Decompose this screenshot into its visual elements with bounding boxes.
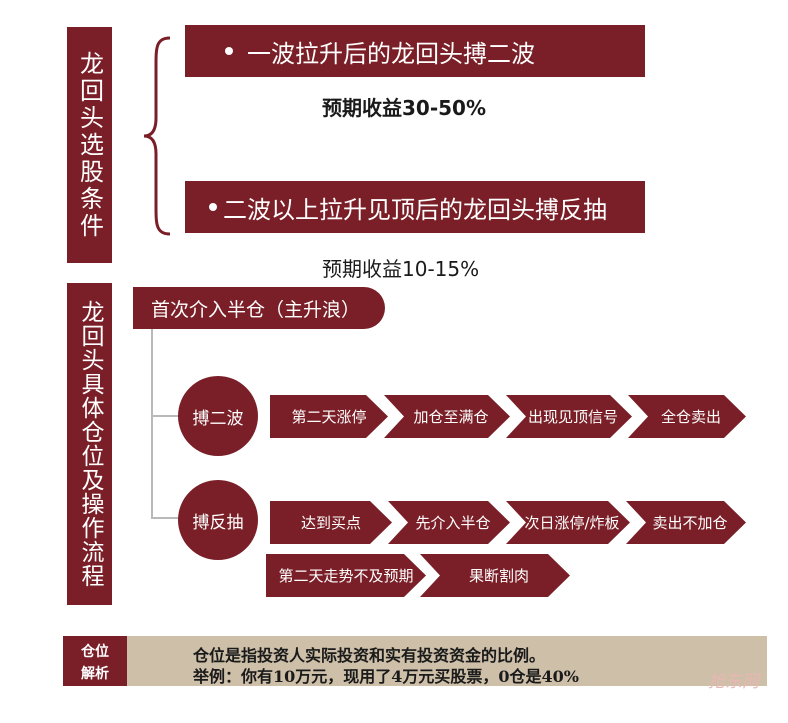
- process-label-text: 龙回头具体仓位及操作流程: [77, 300, 103, 588]
- process-label: 龙回头具体仓位及操作流程: [67, 283, 112, 605]
- branch1-step-2-text: 加仓至满仓: [413, 408, 489, 426]
- branch1-step-4-text: 全仓卖出: [660, 408, 721, 426]
- branch1-step-1: 第二天涨停: [270, 395, 388, 438]
- expected-return-1: 预期收益30-50%: [322, 96, 487, 120]
- branch2-node: 搏反抽: [178, 480, 258, 560]
- branch2-step-3: 次日涨停/炸板: [506, 501, 630, 544]
- branch2-alt-step-1: 第二天走势不及预期: [266, 554, 426, 597]
- footer-label-line1: 仓位: [81, 644, 109, 660]
- top-step-text: 首次介入半仓（主升浪）: [151, 298, 361, 321]
- connector-vertical: [151, 329, 153, 519]
- footer-line-2: 举例：你有10万元，现用了4万元买股票，0仓是40%: [193, 667, 580, 686]
- branch2-step-2-text: 先介入半仓: [415, 514, 491, 532]
- footer-label-box: 仓位 解析: [63, 636, 127, 686]
- branch2-step-2: 先介入半仓: [388, 501, 510, 544]
- branch1-step-3: 出现见顶信号: [506, 395, 632, 438]
- bullet-icon: [209, 203, 217, 211]
- branch2-step-1: 达到买点: [270, 501, 392, 544]
- branch2-step-3-text: 次日涨停/炸板: [524, 514, 620, 532]
- condition-item-2: 二波以上拉升见顶后的龙回头搏反抽: [185, 181, 645, 233]
- footer-line-1: 仓位是指投资人实际投资和实有投资资金的比例。: [193, 646, 546, 665]
- branch1-node: 搏二波: [178, 376, 258, 456]
- expected-return-2: 预期收益10-15%: [322, 257, 480, 281]
- condition-item-1-text: 一波拉升后的龙回头搏二波: [247, 39, 535, 68]
- branch1-step-2: 加仓至满仓: [384, 395, 510, 438]
- conditions-label-text: 龙回头选股条件: [75, 50, 104, 240]
- branch1-step-3-text: 出现见顶信号: [527, 408, 618, 426]
- footer-label-line2: 解析: [81, 666, 109, 682]
- connector-branch2: [151, 517, 181, 519]
- conditions-label: 龙回头选股条件: [67, 27, 112, 263]
- branch2-alt-step-2-text: 果断割肉: [468, 567, 529, 585]
- bullet-icon: [225, 47, 233, 55]
- connector-branch1: [151, 415, 181, 417]
- branch2-step-1-text: 达到买点: [300, 514, 361, 532]
- footer-text-box: 仓位是指投资人实际投资和实有投资资金的比例。 举例：你有10万元，现用了4万元买…: [127, 636, 767, 686]
- branch2-alt-step-2: 果断割肉: [420, 554, 570, 597]
- branch2-alt-step-1-text: 第二天走势不及预期: [278, 567, 414, 585]
- branch1-node-text: 搏二波: [192, 408, 244, 429]
- condition-item-2-text: 二波以上拉升见顶后的龙回头搏反抽: [223, 195, 607, 224]
- branch1-step-1-text: 第二天涨停: [291, 408, 367, 426]
- watermark-text: 抢东网: [708, 672, 759, 692]
- branch2-step-4: 卖出不加仓: [626, 501, 746, 544]
- branch2-step-4-text: 卖出不加仓: [652, 514, 728, 532]
- top-step: 首次介入半仓（主升浪）: [133, 287, 385, 329]
- condition-item-1: 一波拉升后的龙回头搏二波: [185, 25, 645, 77]
- branch1-step-4: 全仓卖出: [628, 395, 746, 438]
- branch2-node-text: 搏反抽: [192, 512, 244, 533]
- curly-brace: [143, 36, 171, 236]
